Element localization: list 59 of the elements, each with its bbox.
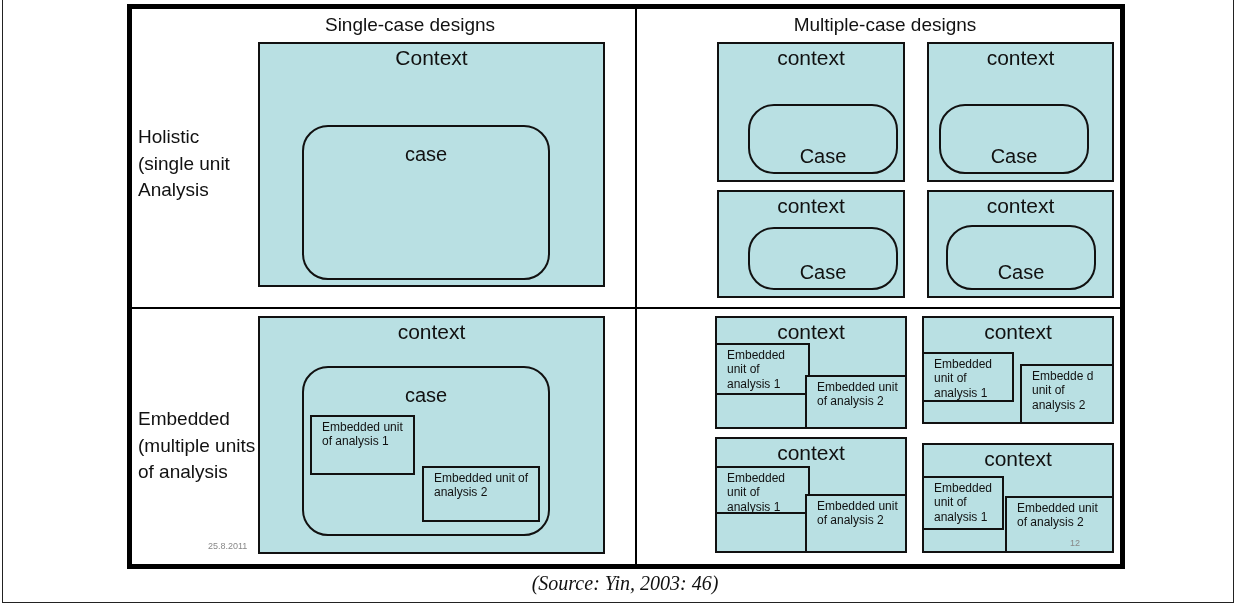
context-box [258,316,605,554]
context-label: context [776,441,846,465]
case-label: Case [798,145,848,168]
column-heading: Single-case designs [323,14,496,36]
case-box [748,104,898,174]
context-box [258,42,605,287]
context-box [927,190,1114,298]
unit-box [310,415,415,475]
context-box [922,443,1114,553]
context-label: context [985,46,1056,70]
row-heading: Holistic (single unit Analysis [138,125,231,203]
unit-box [805,375,907,429]
context-label: context [776,194,846,218]
context-label: context [396,320,467,344]
case-box [939,104,1089,174]
case-label: case [403,384,449,407]
context-box [717,42,905,182]
unit-label: Embedded unit of analysis 2 [817,499,899,528]
context-box [715,316,907,429]
case-box [302,125,550,280]
unit-label: Embedded unit of analysis 2 [1017,501,1099,530]
unit-box [715,466,810,514]
date-label: 25.8.2011 [208,541,249,551]
column-heading: Multiple-case designs [792,14,978,36]
caption: (Source: Yin, 2003: 46) [530,572,720,595]
unit-label: Embedded unit of analysis 1 [727,348,787,392]
case-label: Case [798,261,848,284]
context-box [927,42,1114,182]
unit-label: Embedded unit of analysis 2 [434,471,530,500]
context-label: context [983,320,1053,344]
unit-box [422,466,540,522]
unit-label: Embedded unit of analysis 1 [322,420,404,449]
unit-box [715,343,810,395]
case-box [946,225,1096,290]
context-label: context [776,320,846,344]
case-box [302,366,550,536]
unit-box [1005,496,1114,553]
context-box [715,437,907,553]
unit-box [922,352,1014,402]
unit-label: Embedded unit of analysis 1 [727,471,787,515]
case-label: Case [989,145,1039,168]
case-box [748,227,898,290]
case-label: Case [996,261,1046,284]
page-number: 12 [1070,538,1081,548]
case-label: case [403,143,449,166]
unit-label: Embedded unit of analysis 2 [817,380,899,409]
context-label: Context [394,46,469,70]
unit-label: Embedded unit of analysis 1 [934,357,994,401]
context-box [922,316,1114,424]
context-label: context [983,447,1053,471]
unit-box [922,476,1004,530]
unit-box [805,494,907,553]
context-box [717,190,905,298]
row-heading: Embedded (multiple units of analysis [138,407,256,485]
unit-box [1020,364,1114,424]
unit-label: Embedde d unit of analysis 2 [1032,369,1095,413]
context-label: context [985,194,1056,218]
context-label: context [776,46,846,70]
unit-label: Embedded unit of analysis 1 [934,481,994,525]
